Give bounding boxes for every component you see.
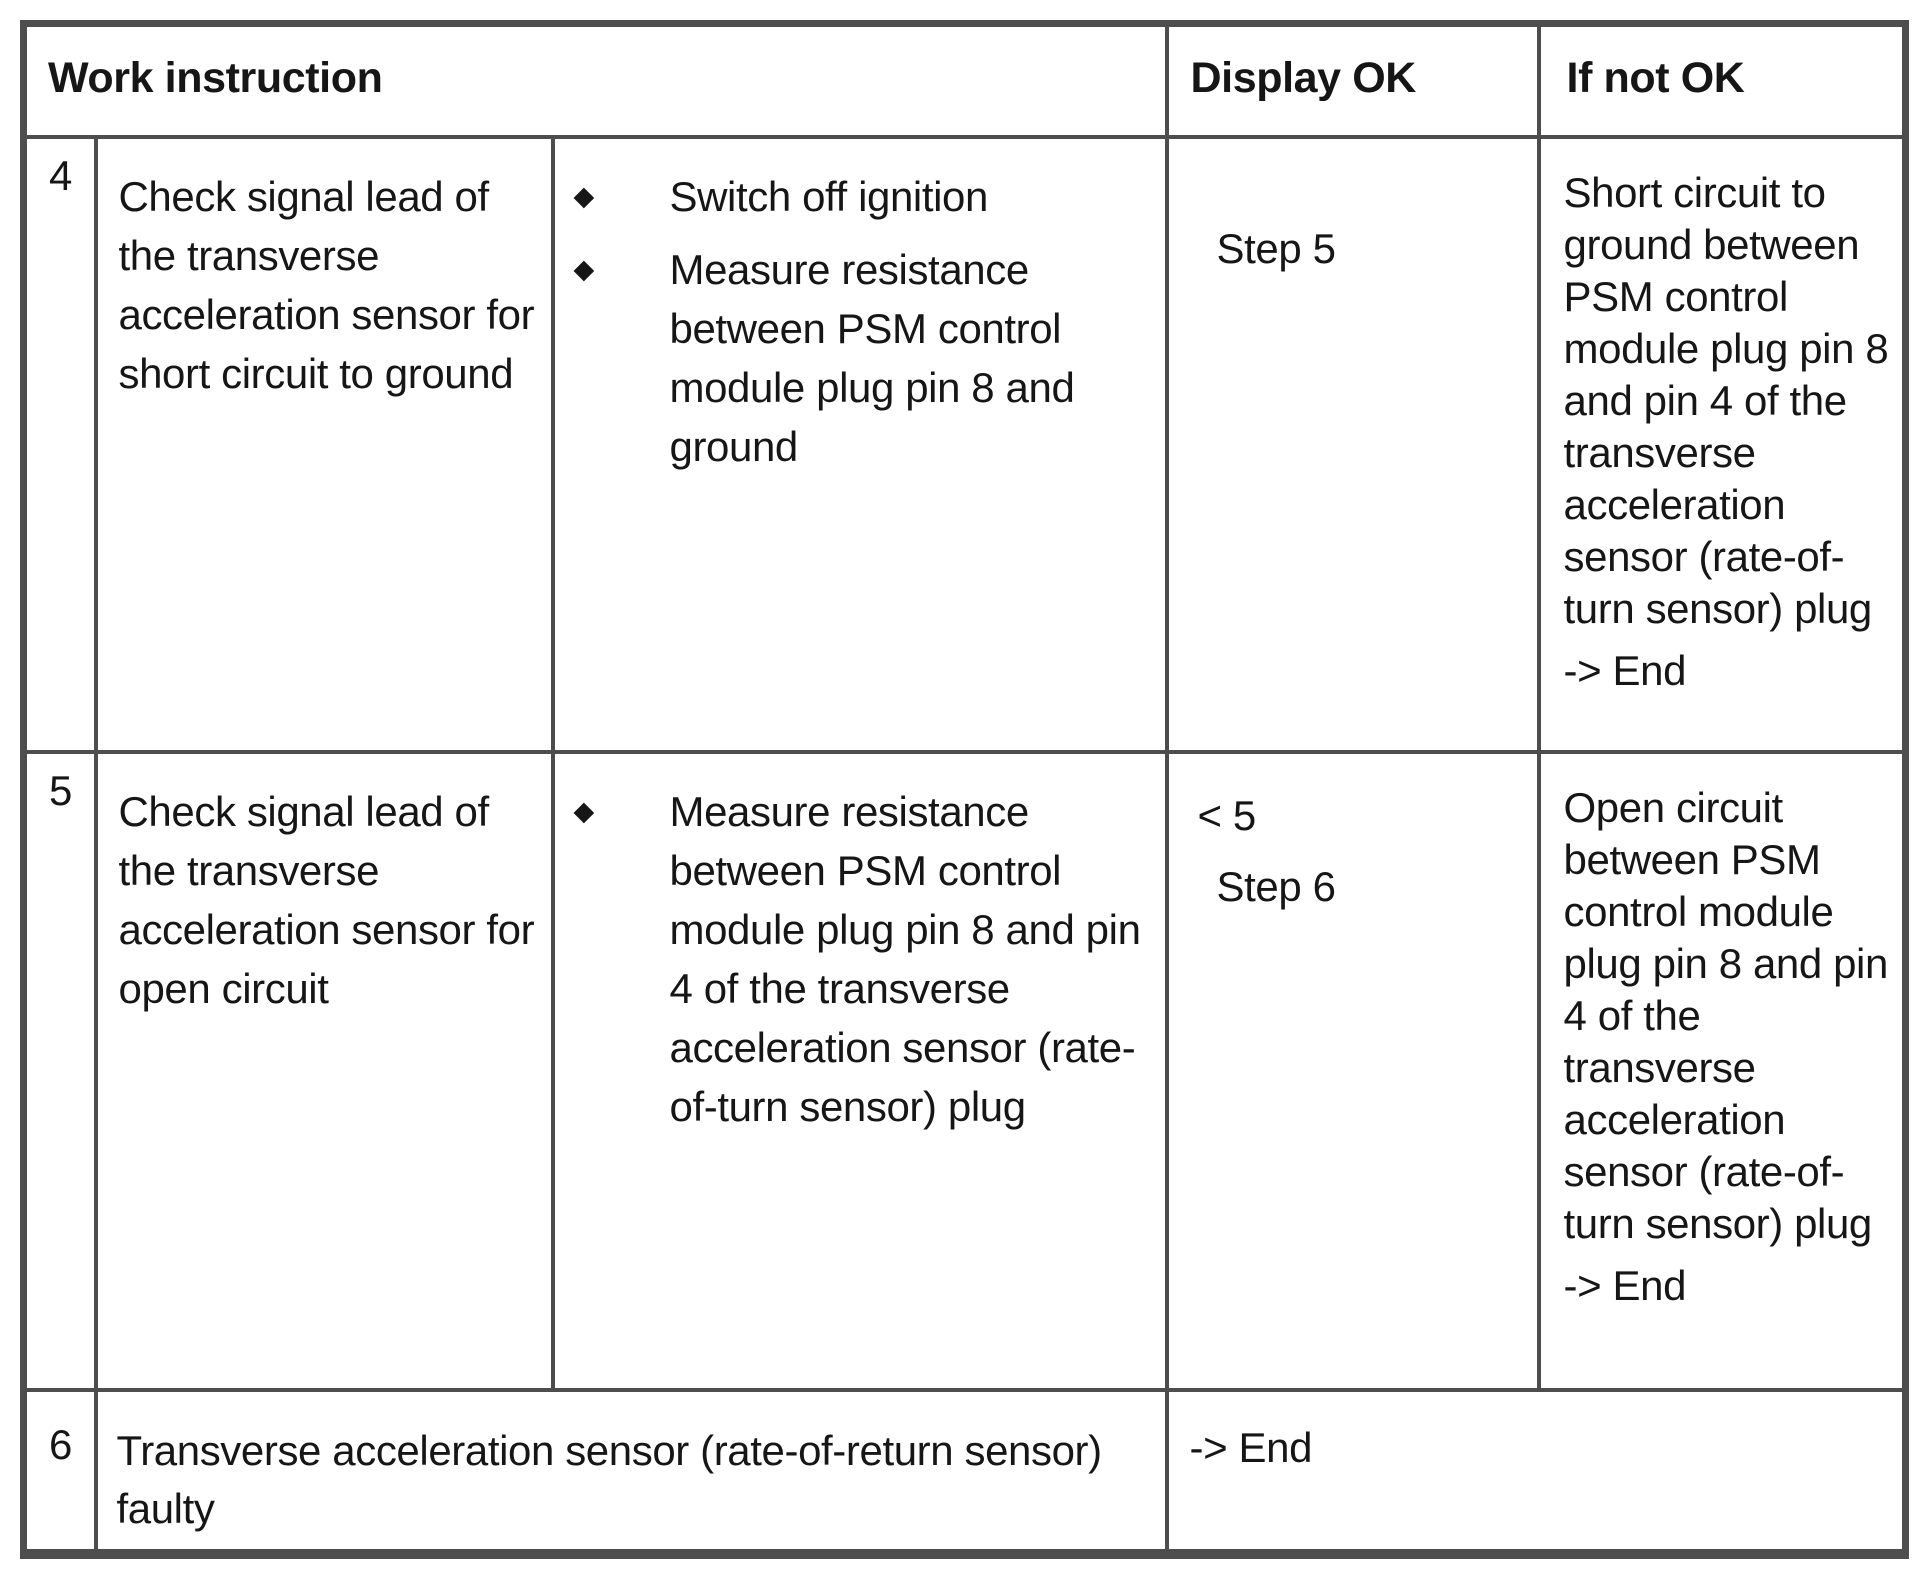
table-row-step-6: 6 Transverse acceleration sensor (rate-o… xyxy=(21,1387,1908,1556)
column-header-display-ok: Display OK xyxy=(1164,21,1541,139)
diamond-bullet-icon: ◆ xyxy=(573,180,595,211)
end-marker: -> End xyxy=(1563,646,1687,694)
column-header-work-instruction: Work instruction xyxy=(21,21,1169,139)
action-text: Measure resistance between PSM control m… xyxy=(669,245,1075,470)
step-number: 5 xyxy=(21,749,98,1392)
if-not-ok-text: Short circuit to ground between PSM cont… xyxy=(1563,168,1889,632)
end-marker: -> End xyxy=(1164,1387,1908,1556)
if-not-ok-cell: Short circuit to ground between PSM cont… xyxy=(1536,134,1908,754)
end-marker: -> End xyxy=(1563,1261,1687,1309)
instruction-text: Check signal lead of the transverse acce… xyxy=(93,134,555,754)
step-number: 4 xyxy=(21,134,98,754)
instruction-text: Check signal lead of the transverse acce… xyxy=(93,749,555,1392)
table-row-step-4: 4 Check signal lead of the transverse ac… xyxy=(21,134,1908,754)
action-text: Measure resistance between PSM control m… xyxy=(669,787,1141,1130)
instruction-text: Transverse acceleration sensor (rate-of-… xyxy=(93,1387,1169,1556)
action-item: ◆ Switch off ignition xyxy=(574,167,1165,226)
display-ok-cell: < 5 Step 6 xyxy=(1164,749,1541,1392)
display-ok-threshold-value: < 5 xyxy=(1197,791,1257,839)
work-instruction-table: Work instruction Display OK If not OK 4 … xyxy=(20,20,1910,1559)
action-item: ◆ Measure resistance between PSM control… xyxy=(574,240,1165,476)
table-row-step-5: 5 Check signal lead of the transverse ac… xyxy=(21,749,1908,1392)
display-ok-step-reference: Step 5 xyxy=(1216,224,1336,272)
action-item: ◆ Measure resistance between PSM control… xyxy=(574,782,1165,1136)
if-not-ok-text: Open circuit between PSM control module … xyxy=(1563,783,1889,1247)
display-ok-cell: Step 5 xyxy=(1164,134,1541,754)
diamond-bullet-icon: ◆ xyxy=(573,795,595,826)
actions-cell: ◆ Measure resistance between PSM control… xyxy=(550,749,1169,1392)
display-ok-step-reference: Step 6 xyxy=(1216,862,1336,910)
step-number: 6 xyxy=(21,1387,98,1556)
if-not-ok-cell: Open circuit between PSM control module … xyxy=(1536,749,1908,1392)
action-text: Switch off ignition xyxy=(669,172,989,220)
column-header-if-not-ok: If not OK xyxy=(1536,21,1908,139)
actions-cell: ◆ Switch off ignition ◆ Measure resistan… xyxy=(550,134,1169,754)
table-header-row: Work instruction Display OK If not OK xyxy=(21,21,1908,139)
diamond-bullet-icon: ◆ xyxy=(573,253,595,284)
